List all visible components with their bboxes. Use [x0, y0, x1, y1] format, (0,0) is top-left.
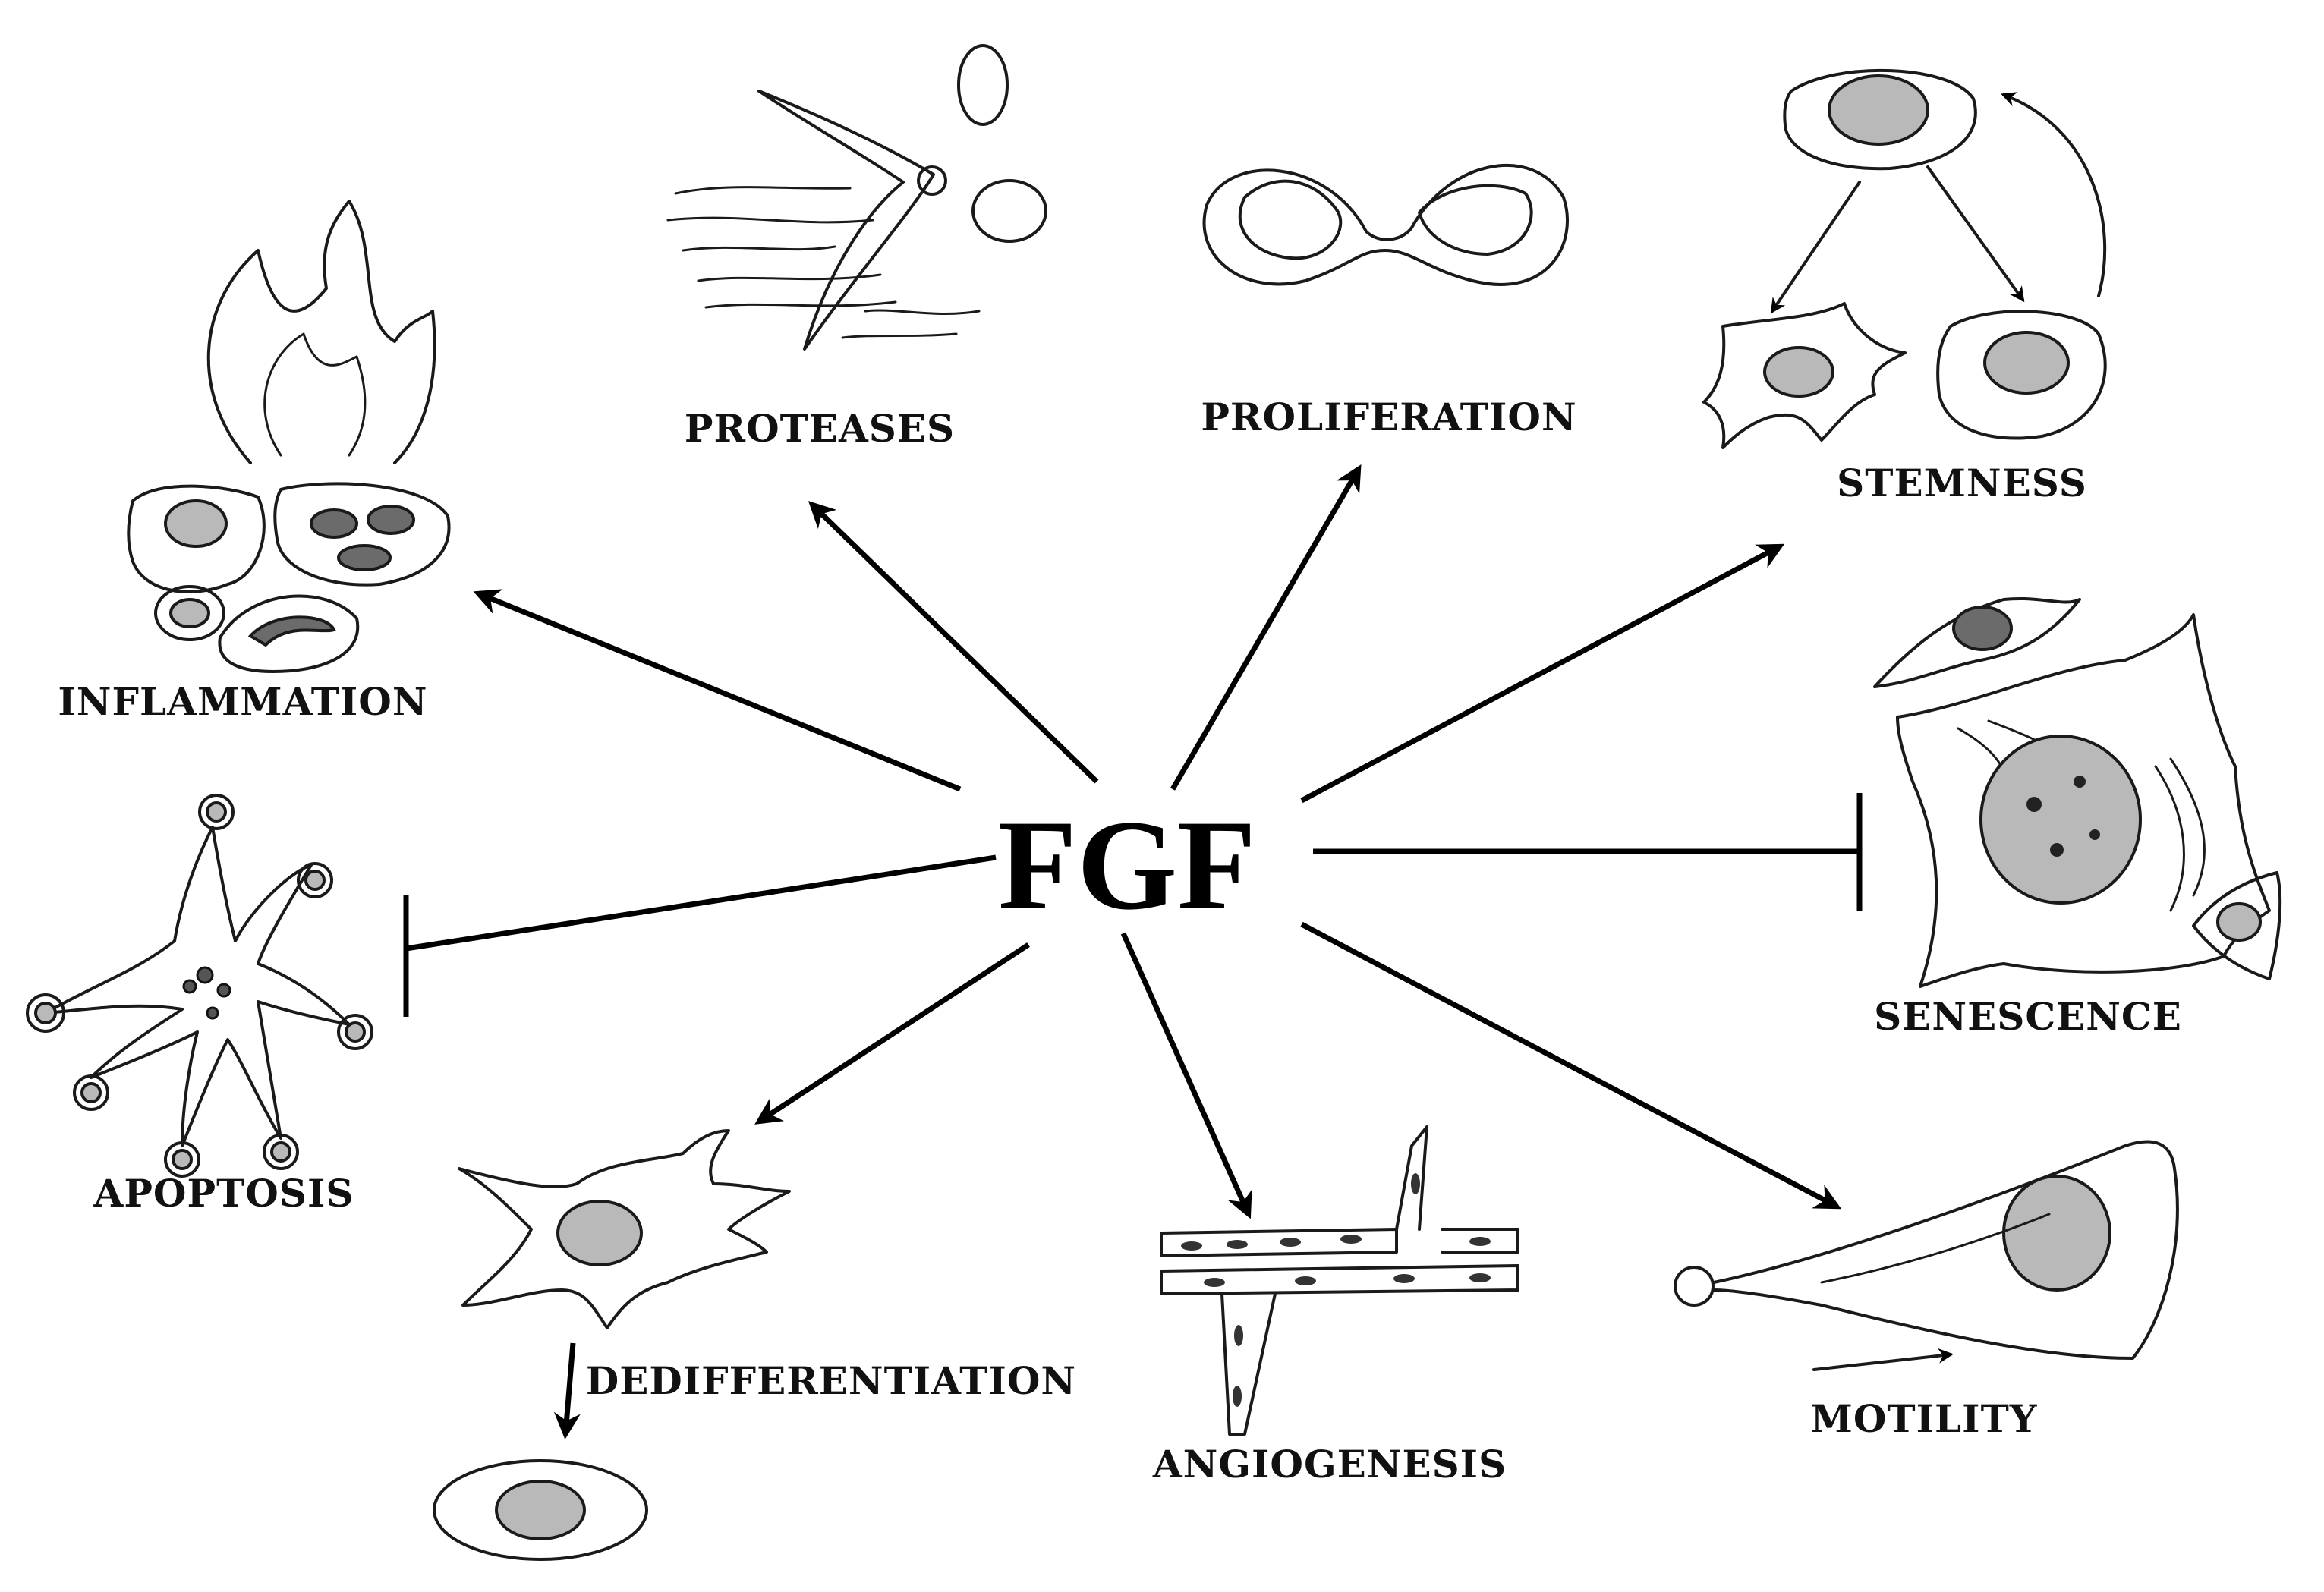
label-motility: MOTILITY [1810, 1396, 2038, 1441]
proteases-illustration [666, 44, 1047, 351]
label-inflammation: INFLAMMATION [58, 679, 428, 724]
arrow-proliferation [1170, 464, 1362, 791]
angiogenesis-illustration [1160, 1125, 1519, 1436]
inflammation-illustration [127, 200, 451, 673]
dedifferentiation-illustration [433, 1129, 791, 1561]
label-angiogenesis: ANGIOGENESIS [1152, 1442, 1507, 1487]
motility-illustration [1674, 1140, 2179, 1371]
inhibit-senescence [1313, 793, 1863, 911]
label-senescence: SENESCENCE [1874, 994, 2182, 1039]
label-apoptosis: APOPTOSIS [93, 1171, 354, 1216]
stemness-illustration [1702, 68, 2107, 449]
arrow-dedifferentiation [754, 942, 1030, 1125]
label-proteases: PROTEASES [684, 406, 956, 451]
proliferation-illustration [1202, 163, 1569, 286]
label-stemness: STEMNESS [1837, 461, 2087, 505]
senescence-illustration [1873, 596, 2282, 988]
arrow-stemness [1300, 543, 1785, 804]
inhibit-apoptosis [403, 854, 997, 1017]
center-label-fgf: FGF [998, 794, 1256, 936]
arrow-motility [1300, 921, 1842, 1210]
label-proliferation: PROLIFERATION [1201, 395, 1577, 439]
arrow-inflammation [473, 589, 962, 792]
apoptosis-illustration [26, 794, 373, 1178]
arrow-proteases [808, 501, 1099, 784]
label-dedifferentiation: DEDIFFERENTIATION [585, 1358, 1077, 1403]
arrow-angiogenesis [1120, 932, 1252, 1219]
